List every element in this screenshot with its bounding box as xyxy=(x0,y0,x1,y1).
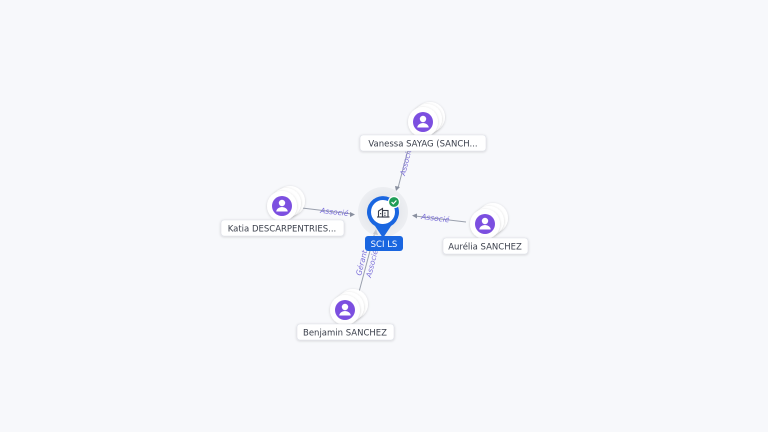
person-node-vanessa[interactable]: Vanessa SAYAG (SANCH... xyxy=(359,102,487,152)
person-label-katia: Katia DESCARPENTRIES... xyxy=(228,225,337,235)
edge-label-katia: Associé xyxy=(319,206,350,218)
person-node-benjamin[interactable]: Benjamin SANCHEZ xyxy=(296,289,395,341)
company-node[interactable]: SCI LS xyxy=(358,187,408,251)
person-icon xyxy=(413,112,433,132)
person-label-vanessa: Vanessa SAYAG (SANCH... xyxy=(368,140,477,150)
person-label-benjamin: Benjamin SANCHEZ xyxy=(303,329,387,339)
edge-aurelia: Associé xyxy=(412,212,467,225)
person-icon xyxy=(272,196,292,216)
person-node-katia[interactable]: Katia DESCARPENTRIES... xyxy=(220,186,345,237)
person-icon xyxy=(475,214,495,234)
person-node-aurelia[interactable]: Aurélia SANCHEZ xyxy=(442,203,529,255)
building-icon xyxy=(377,207,390,218)
person-label-aurelia: Aurélia SANCHEZ xyxy=(448,242,522,253)
company-label: SCI LS xyxy=(371,240,398,250)
edge-label-aurelia: Associé xyxy=(420,212,451,225)
person-icon xyxy=(335,300,355,320)
edge-katia: Associé xyxy=(301,206,355,218)
check-badge-icon xyxy=(387,195,401,209)
